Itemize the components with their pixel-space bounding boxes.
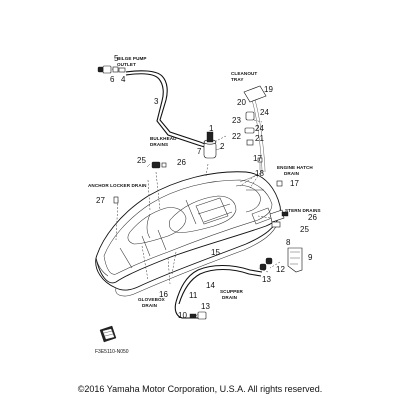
part-number-10: 10 <box>178 311 187 320</box>
cleanout-tray-parts <box>243 85 267 146</box>
callout-bulkhead-drains-line2: DRAINS <box>150 142 168 147</box>
part-number-21: 21 <box>255 134 264 143</box>
part-number-2: 2 <box>220 142 225 151</box>
anchor-locker-drain-parts <box>113 196 119 204</box>
callout-anchor-locker-drain: ANCHOR LOCKER DRAIN <box>88 183 147 188</box>
callout-glovebox-drain-line2: DRAIN <box>142 303 158 308</box>
part-number-5: 5 <box>114 54 119 63</box>
part-number-labels: 5 6 4 3 1 2 7 19 20 24 23 24 22 21 25 26… <box>96 54 317 320</box>
part-number-1: 1 <box>209 124 214 133</box>
callout-engine-hatch-drain-line1: ENGINE HATCH <box>277 165 313 170</box>
part-number-24-lower: 24 <box>255 124 264 133</box>
dashed-leader-lines <box>111 68 281 317</box>
bilge-pump <box>203 131 223 159</box>
part-number-12: 12 <box>276 265 285 274</box>
diagram-code: F3E5110-N050 <box>95 349 129 355</box>
hoses-and-lines <box>125 70 266 319</box>
part-number-17-lower: 17 <box>290 179 299 188</box>
part-number-27: 27 <box>96 196 105 205</box>
callout-labels: BILGE PUMP OUTLET CLEANOUT TRAY BULKHEAD… <box>88 56 321 308</box>
callout-bulkhead-drains-line1: BULKHEAD <box>150 136 177 141</box>
callout-bilge-pump-outlet-line1: BILGE PUMP <box>117 56 147 61</box>
part-number-6: 6 <box>110 75 115 84</box>
part-number-13-left: 13 <box>201 302 210 311</box>
callout-cleanout-tray-line1: CLEANOUT <box>231 71 257 76</box>
engine-hatch-drain-parts <box>257 157 283 187</box>
part-number-23: 23 <box>232 116 241 125</box>
reference-tag-icon <box>99 325 117 343</box>
part-number-24-upper: 24 <box>260 108 269 117</box>
part-number-17-upper: 17 <box>253 154 262 163</box>
callout-cleanout-tray-line2: TRAY <box>231 77 243 82</box>
stern-drain-parts <box>269 209 289 228</box>
callout-scupper-drain-line2: DRAIN <box>222 295 238 300</box>
part-number-13-right: 13 <box>262 275 271 284</box>
callout-stern-drains: STERN DRAINS <box>285 208 321 213</box>
callout-glovebox-drain-line1: GLOVEBOX <box>138 297 166 302</box>
bulkhead-drain-parts <box>146 161 167 169</box>
part-number-8: 8 <box>286 238 291 247</box>
part-number-15: 15 <box>211 248 220 257</box>
part-number-26-stern: 26 <box>308 213 317 222</box>
part-number-14: 14 <box>206 281 215 290</box>
part-number-4: 4 <box>121 75 126 84</box>
copyright-notice: ©2016 Yamaha Motor Corporation, U.S.A. A… <box>77 384 323 394</box>
part-number-16: 16 <box>159 290 168 299</box>
part-number-19: 19 <box>264 85 273 94</box>
callout-engine-hatch-drain-line2: DRAIN <box>284 171 300 176</box>
glovebox-drain-parts <box>189 311 207 320</box>
boat-hull-drawing <box>95 171 281 297</box>
part-number-25-stern: 25 <box>300 225 309 234</box>
callout-bilge-pump-outlet-line2: OUTLET <box>117 62 136 67</box>
part-number-25-bulkhead: 25 <box>137 156 146 165</box>
part-number-20: 20 <box>237 98 246 107</box>
part-number-9: 9 <box>308 253 313 262</box>
part-number-11: 11 <box>189 291 198 300</box>
part-number-7: 7 <box>197 147 202 156</box>
part-number-26-bulkhead: 26 <box>177 158 186 167</box>
callout-scupper-drain-line1: SCUPPER <box>220 289 243 294</box>
part-number-3: 3 <box>154 97 159 106</box>
bilge-pump-outlet-fitting <box>97 65 126 74</box>
part-number-22: 22 <box>232 132 241 141</box>
bracket-parts <box>259 247 303 273</box>
part-number-18: 18 <box>255 169 264 178</box>
